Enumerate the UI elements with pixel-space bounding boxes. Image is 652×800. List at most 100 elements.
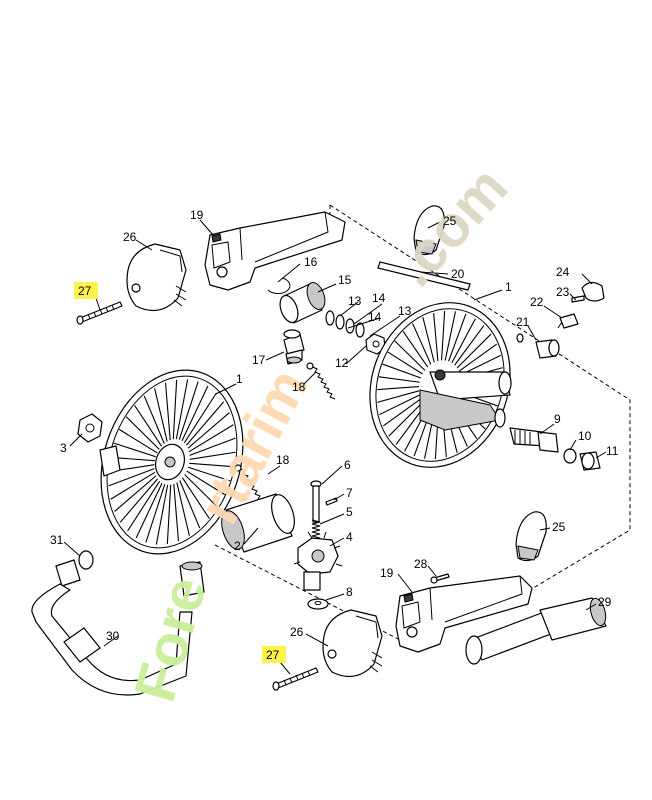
wheel-spoke	[440, 311, 446, 361]
reel-1-left	[99, 369, 244, 555]
callout-27-top: 27	[78, 284, 92, 298]
wheel-spoke	[127, 480, 161, 532]
wheel-spoke	[179, 480, 201, 529]
callout-27-bottom: 27	[266, 648, 280, 662]
callout-31: 31	[50, 533, 64, 547]
fitting-17	[283, 329, 305, 365]
wheel-spoke	[118, 428, 158, 454]
screw-27-bottom	[272, 667, 319, 691]
callout-8: 8	[346, 585, 353, 599]
wheel-spoke	[382, 363, 422, 379]
wheel-spoke	[382, 398, 422, 427]
nut-3	[77, 413, 103, 443]
watermark-text-green-1: Fore	[122, 570, 219, 709]
callout-10: 10	[578, 429, 592, 443]
wheel-spoke	[377, 390, 420, 403]
spring-screw-18-bottom	[234, 464, 264, 502]
wheel-spoke	[176, 482, 190, 536]
wheel-spoke	[187, 412, 230, 449]
bracket-19-bottom	[395, 575, 533, 653]
ratchet-4	[293, 531, 343, 591]
wheel-spoke	[189, 462, 234, 468]
bracket-19-top	[204, 211, 346, 291]
callout-26-bottom: 26	[290, 625, 304, 639]
callout-4: 4	[346, 530, 353, 544]
callout-25-top: 25	[443, 214, 457, 228]
washer-8	[307, 598, 329, 610]
crank-handle-25-bottom	[515, 511, 547, 562]
callout-7: 7	[346, 486, 353, 500]
washer-10	[563, 448, 577, 464]
callout-18-bottom: 18	[276, 453, 290, 467]
wheel-spoke	[143, 395, 165, 444]
wheel-spoke	[173, 483, 180, 542]
reel-1-right	[369, 302, 512, 468]
leader-lines	[63, 219, 607, 675]
washer-31	[78, 550, 94, 570]
wheel-spoke	[379, 394, 421, 416]
wheel-spoke	[114, 475, 157, 512]
callout-21: 21	[516, 315, 530, 329]
callout-15: 15	[338, 273, 352, 287]
wheel-spoke	[458, 343, 498, 372]
callout-23: 23	[556, 285, 570, 299]
wheel-spoke	[145, 484, 166, 543]
callout-22: 22	[530, 295, 544, 309]
wheel-spoke	[155, 484, 169, 545]
callout-24: 24	[556, 265, 570, 279]
side-cover-26-top	[126, 243, 187, 312]
callout-13-first: 13	[348, 294, 362, 308]
wheel-spoke	[113, 442, 157, 458]
clip-22	[557, 313, 579, 329]
wheel-spoke	[188, 424, 234, 453]
wheel-spoke	[178, 381, 199, 440]
callout-1-right: 1	[505, 280, 512, 294]
callout-14-first: 14	[372, 291, 386, 305]
wheel-spoke	[108, 468, 155, 487]
screw-27-top	[76, 301, 123, 325]
wheel-spoke	[189, 451, 236, 460]
wheel-spoke	[154, 388, 168, 442]
callout-28: 28	[414, 557, 428, 571]
crank-29	[465, 597, 607, 665]
wheel-spoke	[110, 471, 156, 500]
wheel-spoke	[394, 340, 426, 371]
wheel-spoke	[422, 316, 435, 363]
highlight-27-top	[74, 282, 98, 299]
callout-29: 29	[598, 595, 612, 609]
spring-5	[311, 519, 321, 539]
callout-16: 16	[304, 255, 318, 269]
wheel-spoke	[451, 318, 476, 364]
wheel-spoke	[134, 405, 163, 447]
wheel-spoke	[181, 385, 209, 442]
wheel-spoke	[166, 484, 172, 545]
callout-6: 6	[344, 458, 351, 472]
wheel-spoke	[164, 382, 171, 441]
callout-30: 30	[106, 629, 120, 643]
wheel-spoke	[402, 331, 429, 368]
swivel-9	[509, 427, 559, 453]
wheel-spoke	[181, 477, 210, 519]
wheel-spoke	[387, 351, 423, 375]
wheel-spoke	[388, 401, 424, 437]
callout-labels: 19 26 27 16 15 25 20 1 24 23 22 21 13 14…	[50, 208, 619, 663]
wheel-spoke	[454, 325, 485, 366]
wheel-spoke	[175, 379, 189, 440]
wheel-spoke	[377, 385, 420, 391]
tube-2	[221, 493, 295, 553]
o-rings-13-14	[325, 310, 365, 338]
wheel-spoke	[183, 392, 217, 444]
wheel-spoke	[119, 478, 159, 523]
nut-11	[579, 451, 601, 471]
callout-25-bottom: 25	[552, 520, 566, 534]
wheel-spoke	[187, 466, 231, 482]
wheel-spoke	[448, 313, 467, 362]
wheel-spoke	[456, 333, 492, 369]
callout-17: 17	[252, 353, 266, 367]
retaining-ring-16	[267, 277, 291, 295]
roller-15	[279, 282, 326, 324]
bolt-6	[310, 480, 322, 523]
callout-18-top: 18	[292, 380, 306, 394]
highlight-27-bottom	[262, 646, 286, 663]
